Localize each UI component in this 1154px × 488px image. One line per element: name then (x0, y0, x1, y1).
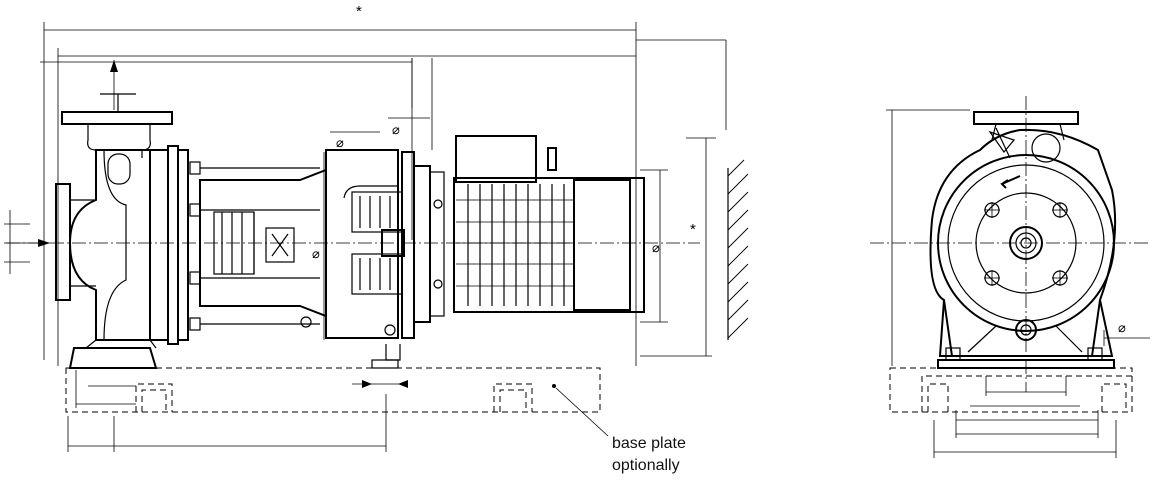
base-plate-label-line2: optionally (612, 457, 680, 474)
overall-dimensions (40, 22, 727, 366)
base-dimensions (67, 370, 609, 452)
base-plate (65, 359, 601, 413)
overall-length-asterisk: * (356, 3, 362, 20)
bearing-bracket (199, 168, 396, 336)
base-plate-label-line1: base plate (612, 435, 686, 452)
front-diameter-label: ⌀ (1118, 320, 1126, 335)
rotation-arrow-icon (1000, 175, 1021, 189)
diameter-label-4: ⌀ (652, 240, 660, 255)
wall-hatching (727, 159, 749, 340)
diameter-dimensions (323, 58, 668, 340)
front-view: ⌀ (870, 96, 1150, 458)
side-view: * * (4, 3, 749, 474)
pump-casing (55, 93, 320, 369)
front-dimensions (933, 376, 1117, 458)
bolt-holes (984, 202, 1068, 286)
height-asterisk: * (690, 221, 696, 238)
electric-motor (453, 135, 645, 313)
nozzle-dimensions (4, 60, 118, 274)
diameter-label-1: ⌀ (336, 135, 344, 150)
motor-flange (401, 151, 445, 339)
diameter-label-3: ⌀ (312, 246, 320, 261)
coupling-guard (325, 149, 405, 361)
diameter-label-2: ⌀ (392, 122, 400, 137)
